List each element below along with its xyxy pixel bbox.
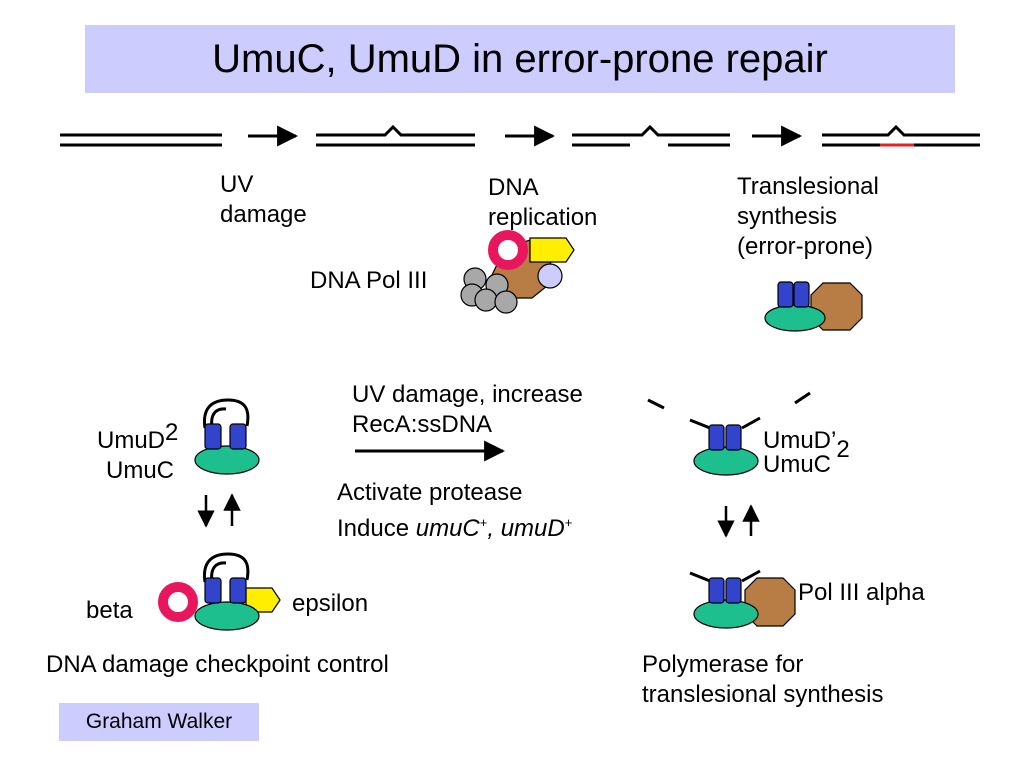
grey-subunit-4 — [474, 288, 498, 312]
umud-subunit-right — [793, 281, 810, 308]
cleaved-tail-left — [647, 398, 665, 410]
umuc-shape — [693, 599, 759, 629]
umud-subunit-left — [204, 577, 222, 604]
dna-replicated-gap — [572, 124, 730, 147]
umud-prime-subunit-right — [725, 424, 742, 451]
umud-subunit-left — [777, 281, 794, 308]
checkpoint-complex — [158, 552, 281, 631]
translesional-complex-top — [764, 281, 863, 332]
subscript-2: 2 — [165, 419, 179, 446]
epsilon-shape — [529, 237, 575, 263]
label-epsilon: epsilon — [292, 590, 369, 617]
umud-prime-subunit-left — [708, 577, 725, 604]
caption-translesional-polymerase: Polymerase for translesional synthesis — [642, 651, 884, 708]
credit-text: Graham Walker — [85, 710, 233, 733]
caption-checkpoint: DNA damage checkpoint control — [46, 651, 389, 678]
label-umud2: UmuD2 — [97, 419, 179, 454]
umud-prime-subunit-right — [725, 577, 742, 604]
pol3-holoenzyme — [460, 230, 575, 314]
translesional-polymerase-complex — [689, 569, 796, 629]
dna-repaired-error — [822, 124, 980, 147]
beta-clamp-ring — [158, 582, 198, 622]
cleaved-tail-right — [794, 391, 811, 405]
umuc-shape — [693, 446, 759, 476]
umud2-umuc-complex — [194, 398, 260, 475]
label-induce-genes: Induce umuC+, umuD+ — [337, 515, 573, 542]
umud-prime2-umuc-complex — [689, 416, 761, 476]
umuc-shape — [764, 304, 826, 332]
umud-subunit-left — [204, 423, 222, 450]
credit-badge: Graham Walker — [59, 703, 259, 741]
theta-subunit — [537, 263, 563, 289]
slide-title-box: UmuC, UmuD in error-prone repair — [85, 25, 955, 93]
umud-tail-outer — [202, 398, 250, 429]
beta-clamp-ring — [488, 230, 528, 270]
label-umud-prime2: UmuD’2 — [763, 427, 850, 463]
label-umuc-left: UmuC — [106, 457, 175, 484]
label-uv-damage: UV damage — [220, 171, 307, 228]
label-uv-recA: UV damage, increase RecA:ssDNA — [352, 381, 583, 438]
slide-title: UmuC, UmuD in error-prone repair — [212, 36, 828, 81]
subscript-2: 2 — [836, 436, 850, 463]
label-beta: beta — [86, 597, 133, 624]
umud-prime-subunit-left — [708, 424, 725, 451]
label-dna-pol3: DNA Pol III — [310, 267, 428, 294]
label-pol3-alpha: Pol III alpha — [798, 579, 925, 606]
label-activate-protease: Activate protease Induce umuC+, umuD+ — [337, 479, 573, 542]
umud-subunit-right — [229, 577, 247, 604]
umuc-shape — [194, 445, 260, 475]
label-dna-replication: DNA replication — [488, 174, 598, 231]
dna-intact — [60, 133, 222, 147]
umud-subunit-right — [229, 423, 247, 450]
grey-subunit-5 — [494, 290, 518, 314]
label-umuc-right: UmuC — [763, 451, 832, 478]
label-translesional: Translesional synthesis (error-prone) — [737, 173, 879, 260]
dna-damaged — [316, 124, 475, 147]
umud-tail-outer — [202, 552, 250, 583]
umuc-shape — [194, 601, 260, 631]
